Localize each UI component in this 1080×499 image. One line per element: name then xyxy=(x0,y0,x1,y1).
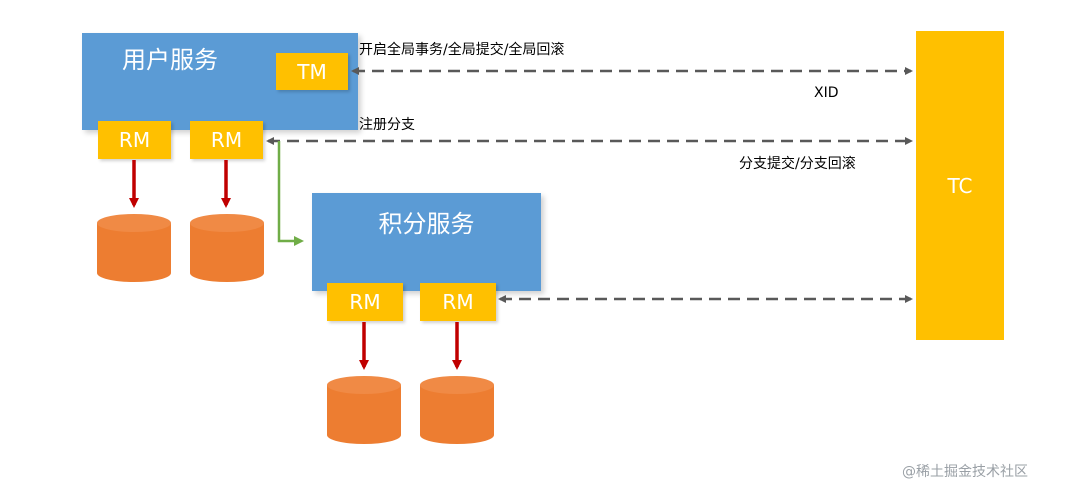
tm-box: TM xyxy=(276,53,348,90)
points-service-box: 积分服务 xyxy=(312,193,541,291)
user-database-2-icon xyxy=(190,214,264,282)
service-call-arrow xyxy=(277,141,304,246)
points-database-1-icon xyxy=(327,376,401,444)
watermark: @稀土掘金技术社区 xyxy=(902,464,1028,480)
xid-label: XID xyxy=(814,85,839,101)
points-rm-1-box: RM xyxy=(327,283,403,321)
register-branch-label: 注册分支 xyxy=(359,117,415,133)
points-database-2-icon xyxy=(420,376,494,444)
user-rm-1-box: RM xyxy=(98,121,171,159)
points-service-title: 积分服务 xyxy=(378,210,475,238)
branch-commit-rollback-label: 分支提交/分支回滚 xyxy=(739,156,856,172)
user-database-1-icon xyxy=(97,214,171,282)
points-rm-2-box: RM xyxy=(420,283,496,321)
global-transaction-label: 开启全局事务/全局提交/全局回滚 xyxy=(359,42,565,58)
user-service-title: 用户服务 xyxy=(122,46,218,74)
tc-box: TC xyxy=(916,31,1004,340)
user-rm-2-box: RM xyxy=(190,121,263,159)
